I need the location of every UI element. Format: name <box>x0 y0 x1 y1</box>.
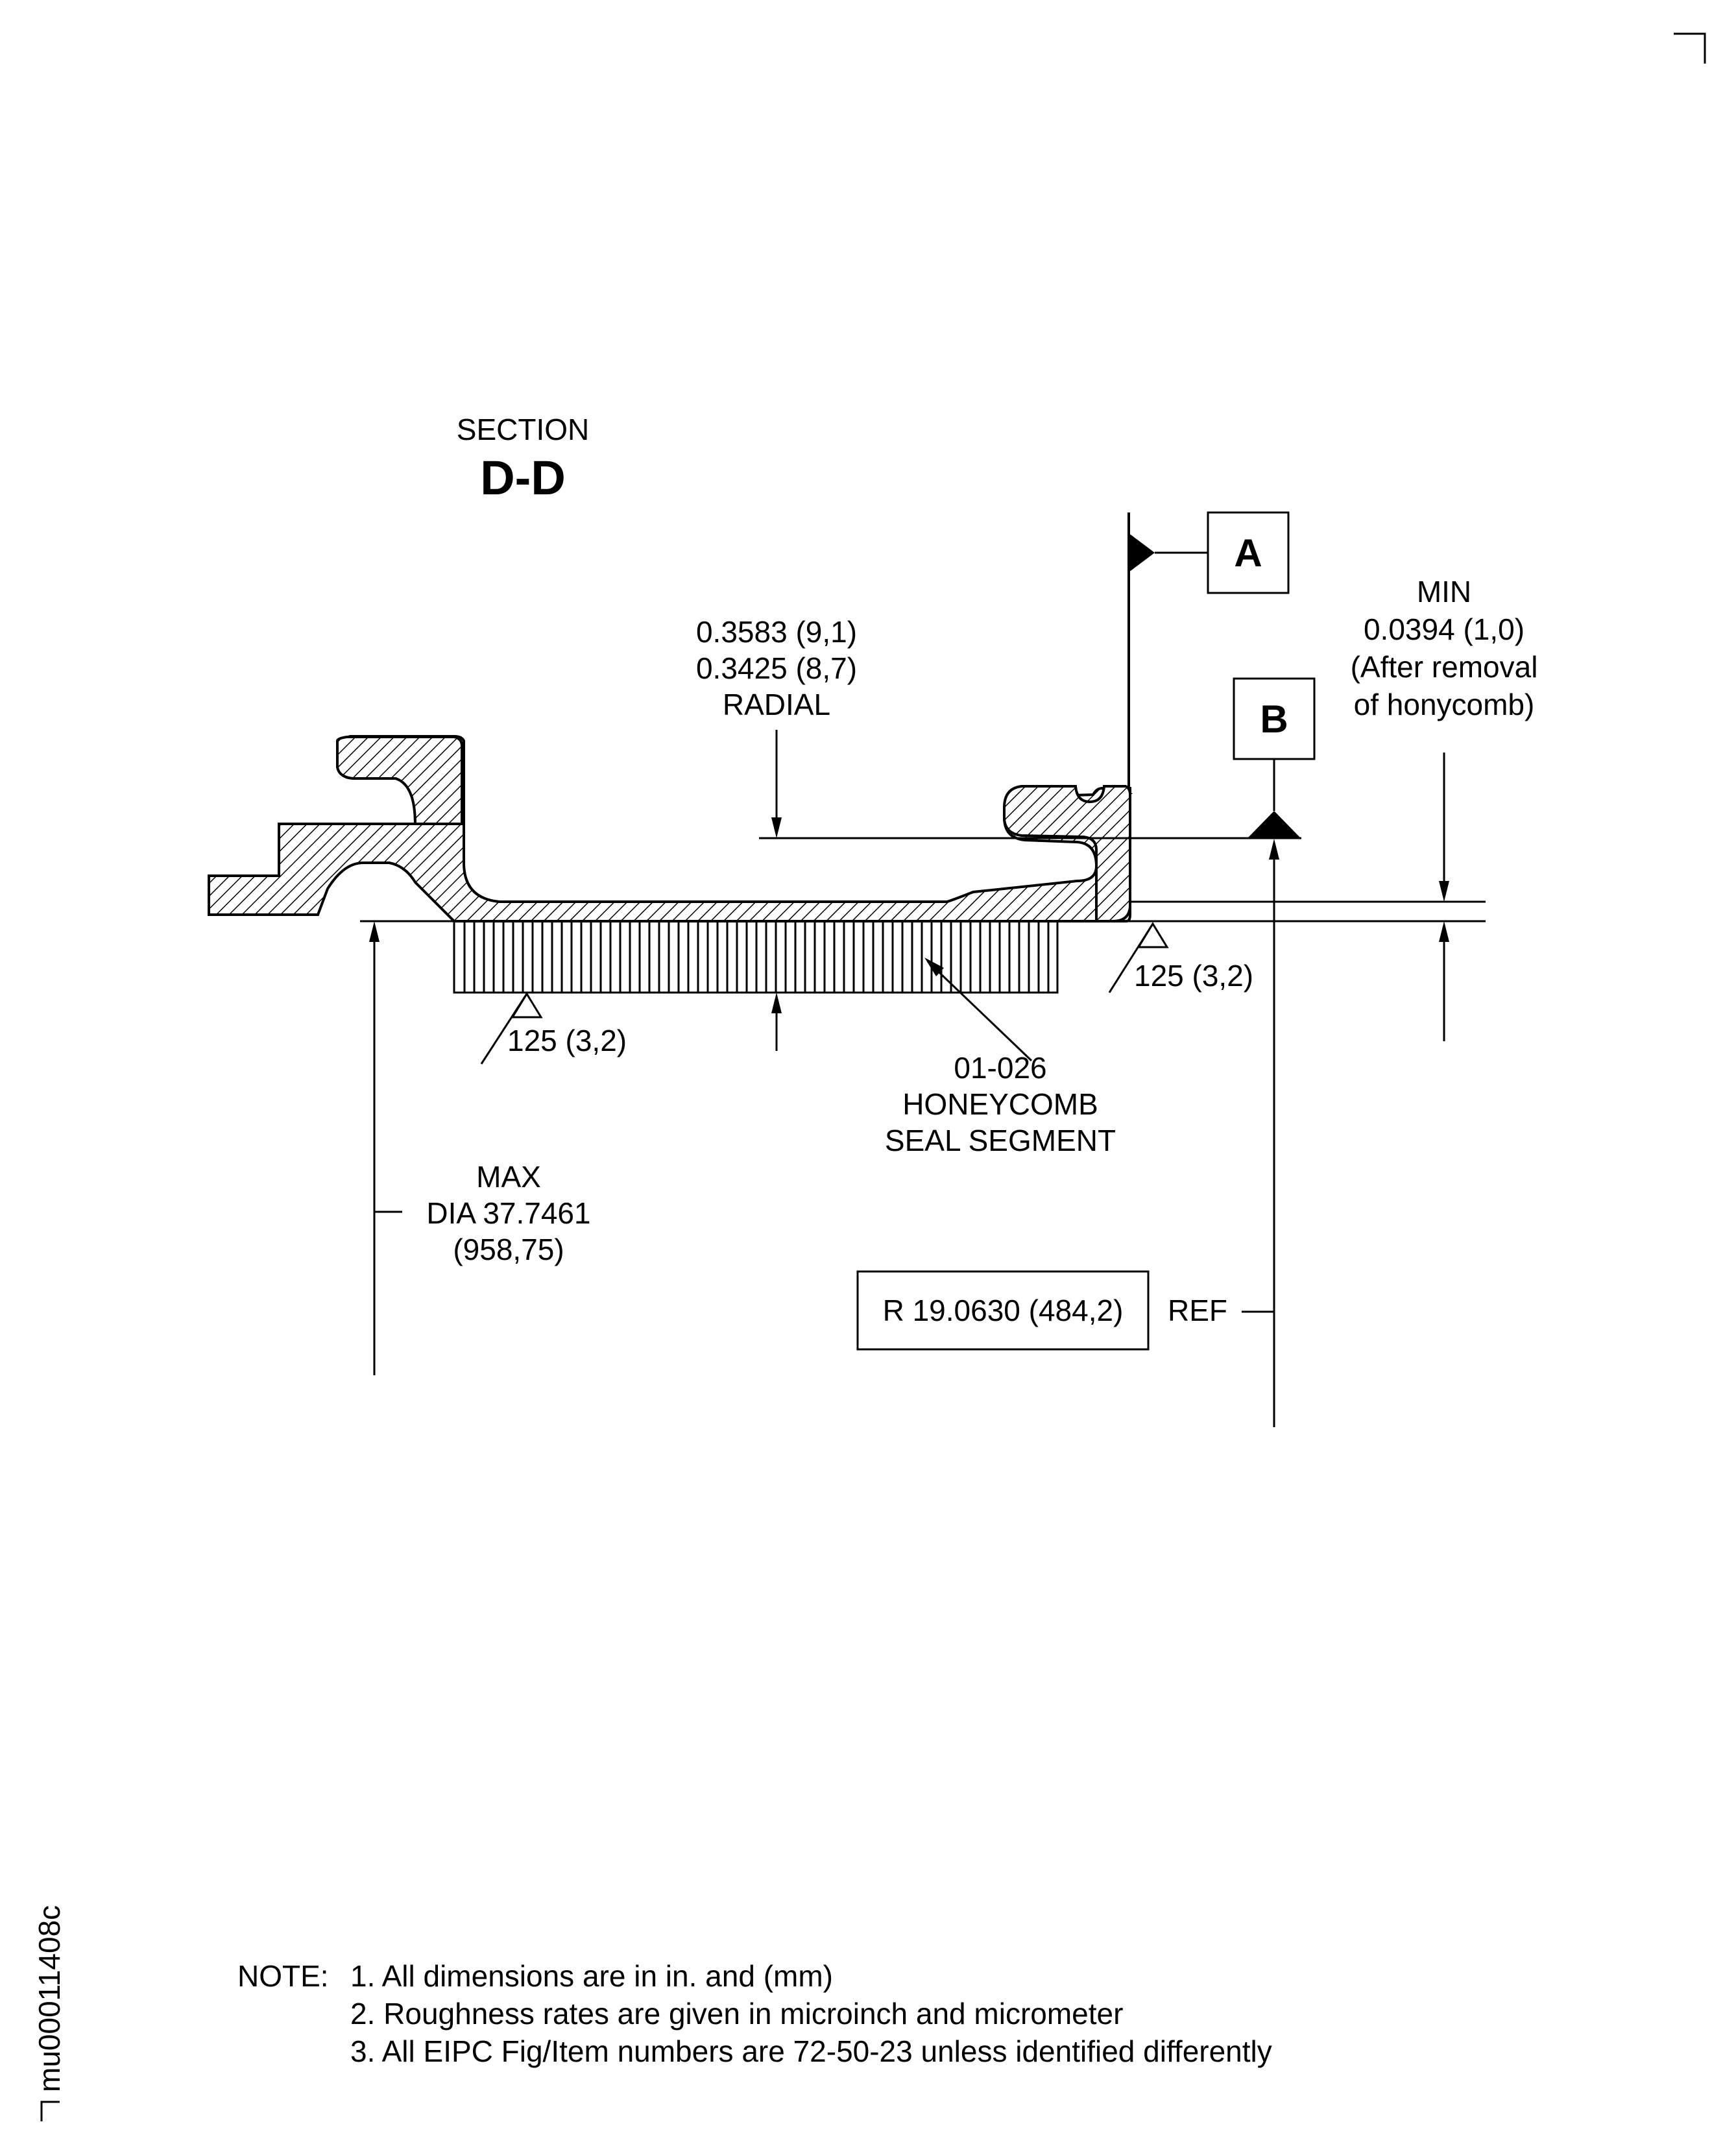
honeycomb-leader-arrow <box>924 958 944 976</box>
callout-item-number: 01-026 <box>954 1051 1046 1085</box>
radial-dim-text-1: 0.3583 (9,1) <box>696 615 857 649</box>
dia-dim-arrow <box>369 921 380 942</box>
section-name: D-D <box>480 451 566 505</box>
svg-text:125 (3,2): 125 (3,2) <box>507 1024 627 1057</box>
datum-a-box <box>1207 511 1290 594</box>
min-dim-text-1: MIN <box>1417 575 1471 609</box>
radius-dim-arrow <box>1269 839 1279 860</box>
svg-text:125 (3,2): 125 (3,2) <box>1134 959 1253 993</box>
callout-line-2: HONEYCOMB <box>902 1087 1098 1121</box>
radial-dim-arrow-bottom <box>771 993 782 1013</box>
dia-dim-text-2: DIA 37.7461 <box>426 1196 590 1230</box>
radial-dim-text-3: RADIAL <box>723 688 830 721</box>
roughness-symbol-left: 125 (3,2) <box>480 992 627 1065</box>
dia-dim-text-3: (958,75) <box>453 1233 564 1266</box>
note-label: NOTE: <box>237 1959 329 1993</box>
drawing-id: mu00011408c <box>32 1905 66 2092</box>
note-item-1: 1. All dimensions are in in. and (mm) <box>350 1959 833 1993</box>
drawing-id-mark <box>40 2101 60 2121</box>
radial-dim-arrow-top <box>771 817 782 838</box>
callout-line-3: SEAL SEGMENT <box>885 1124 1116 1157</box>
min-dim-text-4: of honycomb) <box>1354 688 1535 721</box>
honeycomb-leader <box>926 960 1033 1062</box>
datum-a-label: A <box>1234 531 1262 575</box>
corner-mark <box>1674 32 1706 64</box>
min-dim-text-3: (After removal <box>1351 650 1538 684</box>
radial-dim-text-2: 0.3425 (8,7) <box>696 651 857 685</box>
note-item-2: 2. Roughness rates are given in microinc… <box>350 1997 1123 2031</box>
roughness-symbol-right: 125 (3,2) <box>1108 922 1253 993</box>
datum-b-label: B <box>1260 697 1288 741</box>
note-item-3: 3. All EIPC Fig/Item numbers are 72-50-2… <box>350 2034 1272 2068</box>
part-right-hook <box>1003 785 1131 922</box>
part-upper-hook <box>336 736 463 825</box>
radius-value: R 19.0630 (484,2) <box>883 1294 1124 1327</box>
radius-suffix: REF <box>1168 1294 1227 1327</box>
min-dim-text-2: 0.0394 (1,0) <box>1364 612 1525 646</box>
min-dim-arrow-bottom <box>1439 921 1449 942</box>
radius-value-box <box>856 1270 1150 1351</box>
min-dim-arrow-top <box>1439 881 1449 902</box>
datum-b-triangle <box>1247 811 1301 839</box>
honeycomb-seal-segment <box>453 920 1059 994</box>
dia-dim-text-1: MAX <box>476 1160 541 1194</box>
section-title: SECTION <box>457 413 589 446</box>
datum-a-flag <box>1129 533 1155 572</box>
